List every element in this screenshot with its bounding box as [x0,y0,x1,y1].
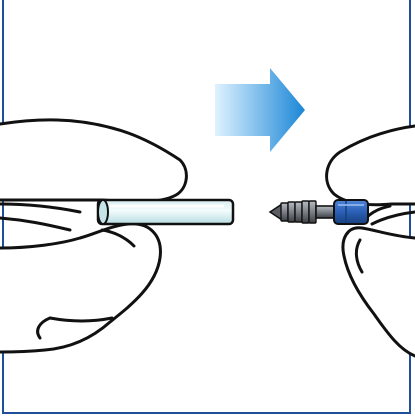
right-hand-icon [327,126,415,356]
screw-icon [270,200,368,224]
arrow-right-icon [215,68,305,152]
left-hand-icon [0,120,186,352]
tube-icon [98,200,233,224]
